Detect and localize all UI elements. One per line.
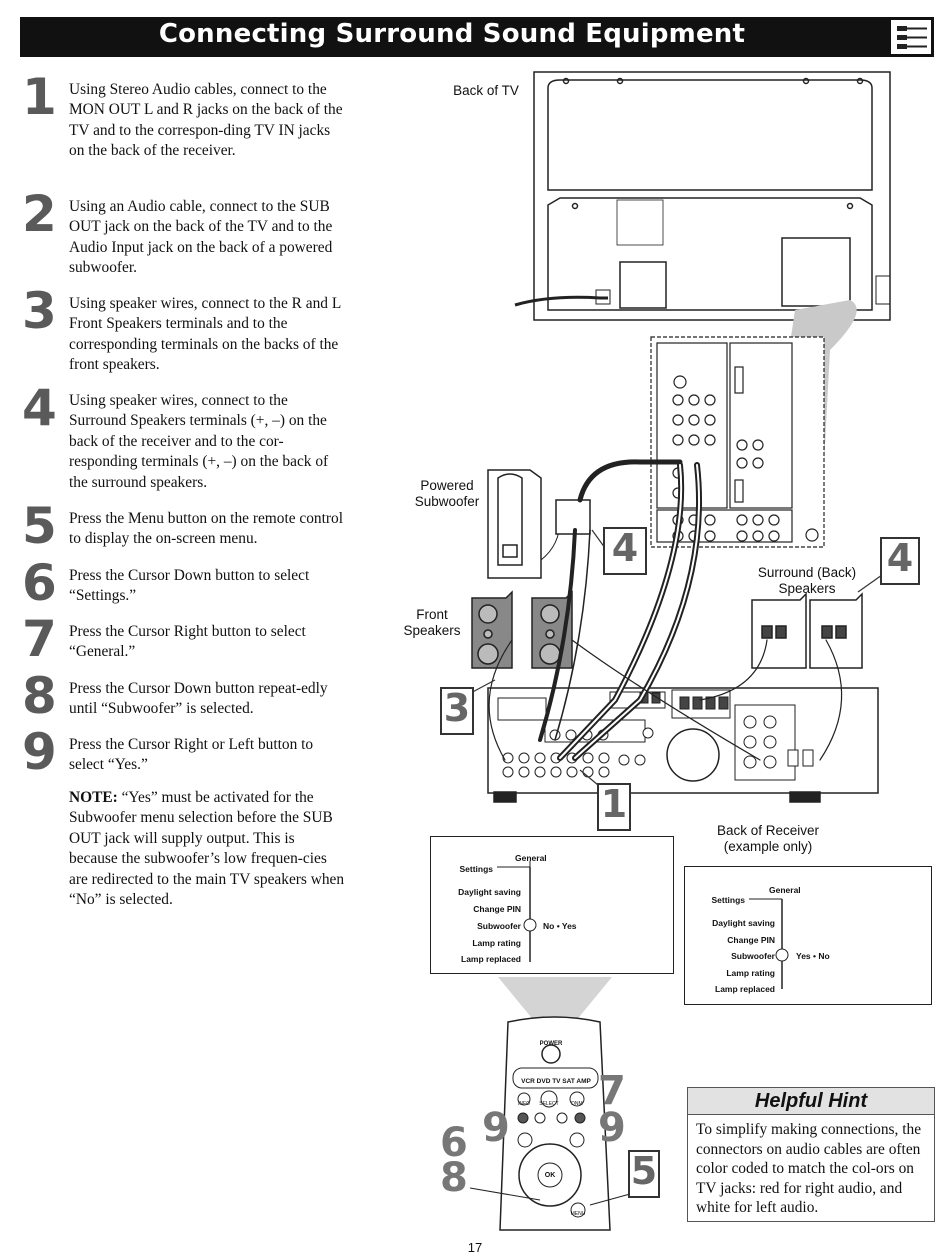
menu-item: Change PIN xyxy=(727,935,775,945)
remote-ok-label: OK xyxy=(544,1172,556,1179)
subwoofer-drawing xyxy=(487,469,591,579)
remote-callout-8: 8 xyxy=(440,1155,468,1201)
front-speakers-label: Front Speakers xyxy=(403,607,461,638)
menu-item: Subwoofer xyxy=(477,921,521,931)
step-number: 9 xyxy=(22,723,57,781)
note: NOTE: “Yes” must be activated for the Su… xyxy=(69,788,347,910)
menu-settings: Settings xyxy=(711,895,745,905)
callout-4-subwoofer: 4 xyxy=(603,527,647,575)
menu-general: General xyxy=(769,885,801,895)
menu-settings: Settings xyxy=(459,864,493,874)
page-title: Connecting Surround Sound Equipment xyxy=(158,19,746,49)
step-number: 7 xyxy=(22,610,57,668)
remote-menu-label: MENU xyxy=(570,1211,586,1217)
remote-callout-9-right: 9 xyxy=(598,1105,626,1151)
remote-info-label: INFO xyxy=(518,1101,530,1107)
menu-item: Lamp rating xyxy=(472,938,521,948)
step-text: Using an Audio cable, connect to the SUB… xyxy=(69,198,333,277)
surround-speakers-drawing xyxy=(751,592,863,669)
step-text: Using speaker wires, connect to the R an… xyxy=(69,295,341,374)
surround-speakers-label: Surround (Back) Speakers xyxy=(757,565,857,596)
step-text: Press the Cursor Right button to select … xyxy=(69,623,306,661)
step-number: 2 xyxy=(22,185,57,243)
remote-callout-5: 5 xyxy=(628,1150,660,1198)
step-text: Press the Cursor Right or Left button to… xyxy=(69,736,314,774)
menu-item: Lamp rating xyxy=(726,968,775,978)
menu-item: Lamp replaced xyxy=(461,954,521,964)
receiver-drawing xyxy=(487,687,879,803)
front-speakers-drawing xyxy=(471,590,573,669)
onscreen-menu-2: Settings General Daylight saving Change … xyxy=(684,866,932,1005)
menu-general: General xyxy=(515,853,547,863)
note-text: “Yes” must be activated for the Subwoofe… xyxy=(69,789,345,909)
back-of-tv-label: Back of TV xyxy=(453,83,519,98)
remote-callout-6: 6 xyxy=(440,1120,468,1166)
step-number: 5 xyxy=(22,497,57,555)
helpful-hint-title: Helpful Hint xyxy=(688,1088,934,1115)
step-text: Press the Menu button on the remote cont… xyxy=(69,510,343,548)
menu-options: No • Yes xyxy=(543,921,577,931)
step-number: 6 xyxy=(22,554,57,612)
remote-drawing xyxy=(469,1016,631,1231)
step-text: Press the Cursor Down button to select “… xyxy=(69,567,310,605)
onscreen-menu-1: Settings General Daylight saving Change … xyxy=(430,836,674,974)
menu-item: Lamp replaced xyxy=(715,984,775,994)
step-text: Using speaker wires, connect to the Surr… xyxy=(69,392,329,491)
step-text: Using Stereo Audio cables, connect to th… xyxy=(69,81,343,160)
cables xyxy=(488,459,843,761)
note-label: NOTE: xyxy=(69,789,118,806)
step-number: 4 xyxy=(22,379,57,437)
callout-1: 1 xyxy=(597,783,631,831)
back-of-receiver-label: Back of Receiver (example only) xyxy=(716,823,820,854)
step-number: 1 xyxy=(22,68,57,126)
callout-3: 3 xyxy=(440,687,474,735)
step-number: 3 xyxy=(22,282,57,340)
helpful-hint-text: To simplify making connections, the conn… xyxy=(696,1121,922,1217)
menu-item: Daylight saving xyxy=(458,887,521,897)
menu-item: Daylight saving xyxy=(712,918,775,928)
remote-select-label: SELECT xyxy=(539,1101,559,1107)
remote-callout-7: 7 xyxy=(598,1068,626,1114)
step-text: Press the Cursor Down button repeat-edly… xyxy=(69,680,328,718)
powered-subwoofer-label: Powered Subwoofer xyxy=(414,478,480,509)
cable-icon xyxy=(891,20,931,54)
page-number: 17 xyxy=(467,1240,483,1255)
callout-4-surround: 4 xyxy=(880,537,920,585)
step-number: 8 xyxy=(22,667,57,725)
helpful-hint-box: Helpful Hint To simplify making connecti… xyxy=(687,1087,935,1222)
menu-options: Yes • No xyxy=(796,951,830,961)
remote-source-labels: VCR DVD TV SAT AMP xyxy=(521,1078,591,1085)
remote-callout-9-left: 9 xyxy=(482,1105,510,1151)
menu-item: Subwoofer xyxy=(731,951,775,961)
remote-power-label: POWER xyxy=(539,1041,563,1047)
title-banner: Connecting Surround Sound Equipment xyxy=(20,17,934,57)
tv-back-drawing xyxy=(514,71,891,321)
remote-dnm-label: DNM xyxy=(571,1101,583,1107)
menu-item: Change PIN xyxy=(473,904,521,914)
